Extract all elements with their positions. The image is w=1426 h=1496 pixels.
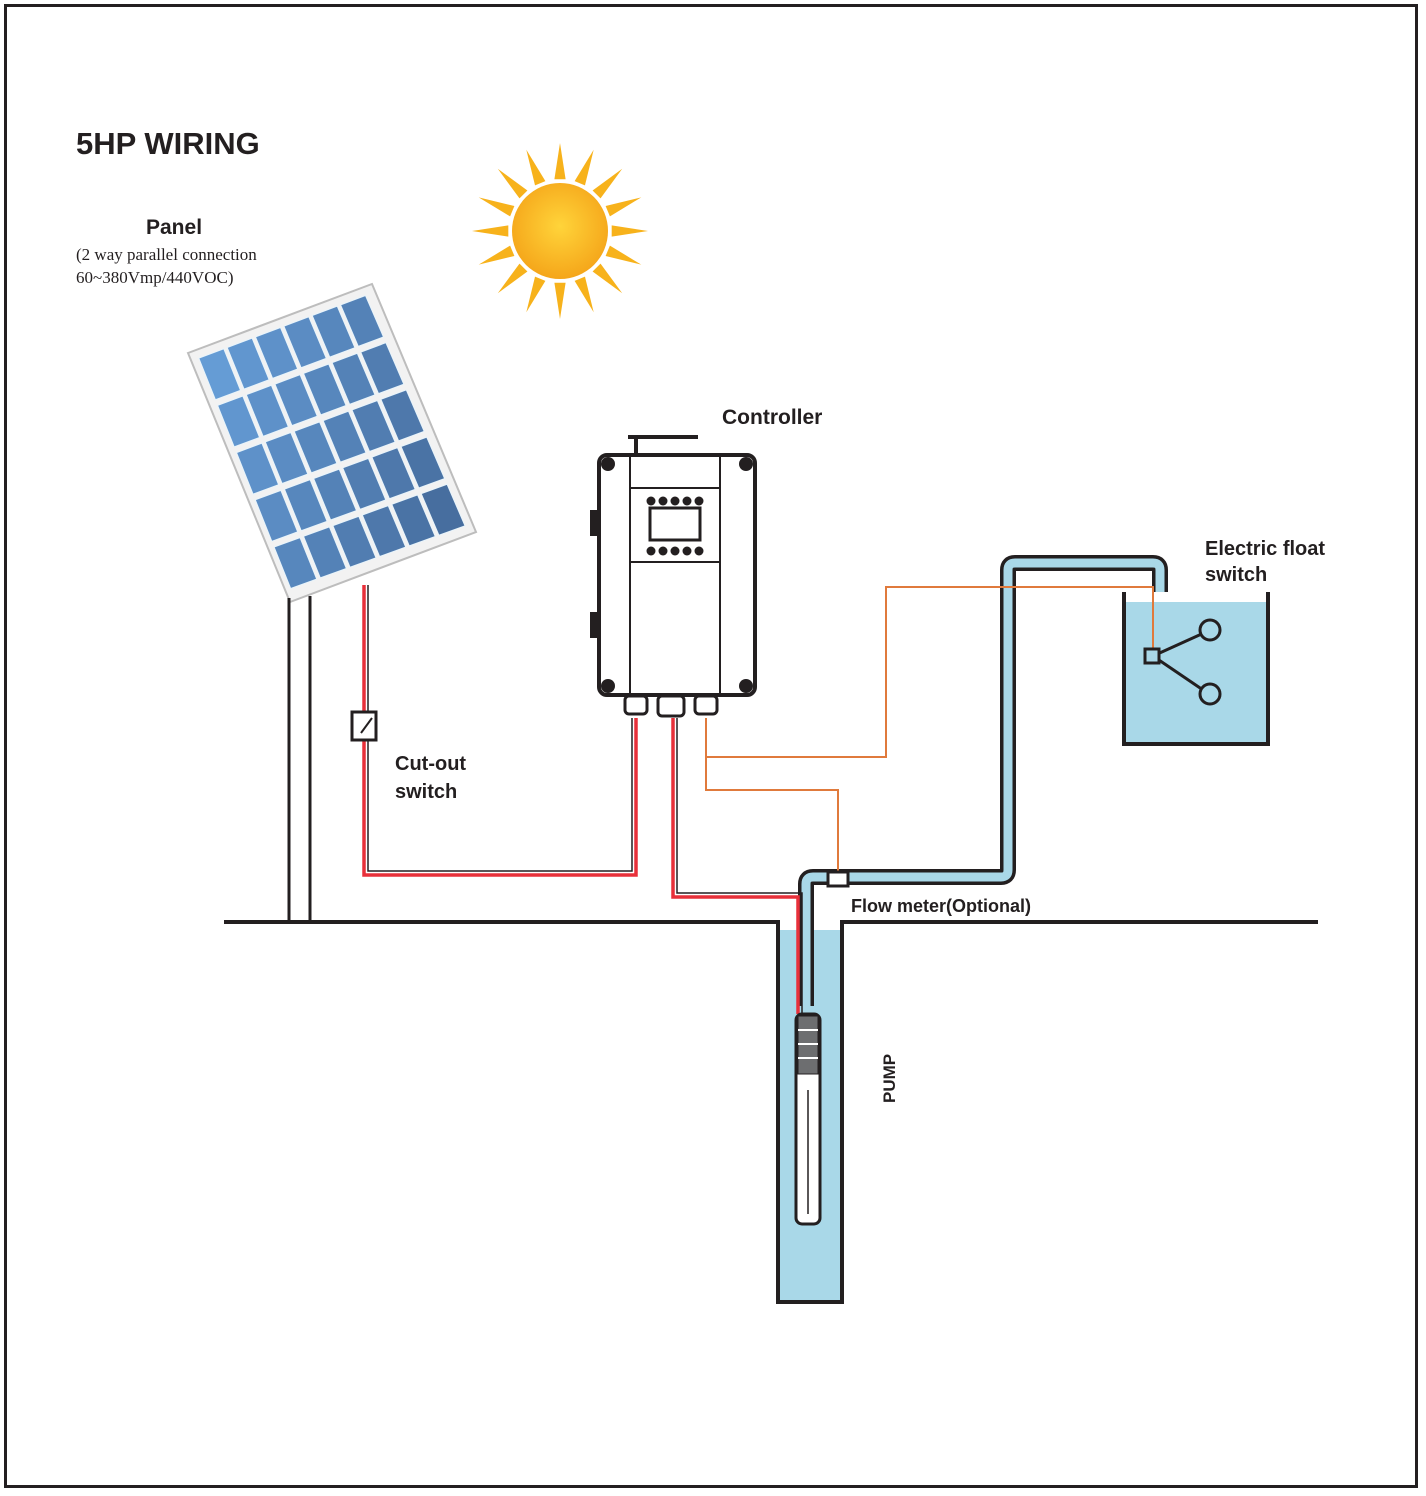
controller-button-icon [646,496,656,506]
panel-cell [360,342,405,395]
panel-cell [331,352,376,405]
controller-button-icon [682,496,692,506]
water-pipe [798,555,1168,1006]
float-switch-label-line1: Electric float [1205,538,1326,560]
flow-meter-label: Flow meter(Optional) [851,896,1031,916]
controller-button-icon [658,546,668,556]
panel-cell [283,479,328,532]
panel-cell [264,431,309,485]
panel-cell [254,489,299,542]
cutout-switch-label-line2: switch [395,781,458,803]
panel-cell [322,410,367,463]
solar-panel [186,282,478,604]
flow-meter [826,870,850,888]
diagram-frame [4,4,1418,1488]
panel-cell [342,457,387,510]
panel-cell [391,494,436,547]
panel-cell [371,447,416,500]
controller-button-icon [670,496,680,506]
panel-cell [339,294,385,348]
panel-cell [312,468,358,521]
panel-spec: (2 way parallel connection 60~380Vmp/440… [76,243,257,289]
controller-button-icon [694,496,704,506]
panel-cell [226,337,270,390]
diagram-title: 5HP WIRING [76,126,260,161]
panel-cell [216,395,261,448]
sun-icon [472,143,648,319]
panel-cell [274,374,318,427]
panel-cell [311,305,356,358]
panel-cell [351,399,396,453]
float-switch [1143,618,1222,706]
cutout-switch [350,710,378,742]
controller-button-icon [670,546,680,556]
cutout-switch-label: Cut-out switch [395,750,466,806]
controller-button-icon [694,546,704,556]
panel-cell [273,536,318,590]
float-tank [1122,592,1270,746]
panel-pole [287,596,312,922]
panel-cell [293,421,338,474]
panel-cell [400,436,446,489]
panel-cell [380,389,425,442]
panel-cell [283,316,327,369]
panel-cell [302,363,347,416]
panel-cell [361,504,407,558]
float-switch-label-line2: switch [1205,564,1268,586]
submersible-pump [794,1012,822,1226]
controller-label: Controller [722,406,823,429]
ground-line [224,920,1318,1304]
panel-cell [302,526,348,579]
panel-cell [420,483,466,536]
signal-cable [705,586,1154,872]
panel-spec-line1: (2 way parallel connection [76,245,257,264]
controller-button-icon [658,496,668,506]
panel-cell [254,326,299,380]
panel-cell [235,442,280,495]
pump-label: PUMP [880,1053,899,1103]
cutout-switch-label-line1: Cut-out [395,753,467,775]
controller-button-icon [682,546,692,556]
float-switch-label: Electric float switch [1205,536,1325,588]
power-cable [362,585,800,1014]
panel-cell [245,384,290,437]
panel-cell [332,515,377,568]
controller-unit [590,435,757,718]
panel-cell [198,348,242,401]
panel-label: Panel [146,216,203,239]
panel-spec-line2: 60~380Vmp/440VOC) [76,268,234,287]
controller-button-icon [646,546,656,556]
